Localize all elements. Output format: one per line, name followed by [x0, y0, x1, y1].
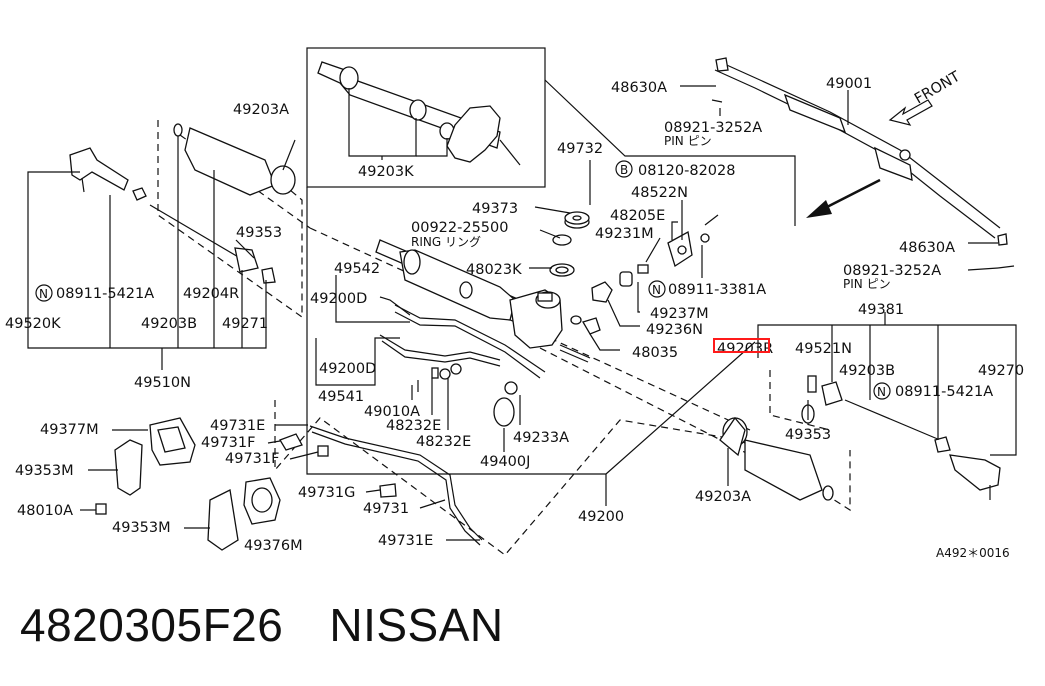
- label-08120-82028: 08120-82028: [638, 163, 736, 179]
- label-49203B-left: 49203B: [141, 316, 197, 332]
- label-08921-3252A-right: 08921-3252A: [843, 263, 941, 279]
- caption-brand: NISSAN: [329, 599, 504, 651]
- label-49520K: 49520K: [5, 316, 61, 332]
- label-49200: 49200: [578, 509, 624, 525]
- label-48630A-top: 48630A: [611, 80, 667, 96]
- label-pin-right: PIN ピン: [843, 277, 891, 291]
- label-48010A: 48010A: [17, 503, 73, 519]
- main-frame-49200: 49200: [306, 79, 796, 525]
- label-49203B-right: 49203B: [839, 363, 895, 379]
- label-48205E: 48205E: [610, 208, 665, 224]
- label-49731F-a: 49731F: [201, 435, 255, 451]
- label-48232E-a: 48232E: [386, 418, 441, 434]
- left-tie-rod-assembly: [69, 123, 296, 284]
- label-49732: 49732: [557, 141, 603, 157]
- caption-part-number: 4820305F26: [20, 599, 284, 651]
- label-48630A-right: 48630A: [899, 240, 955, 256]
- label-49200D-b: 49200D: [319, 361, 376, 377]
- label-49203A-bottom: 49203A: [695, 489, 751, 505]
- center-leader-lines: [80, 85, 809, 541]
- label-pin-top: PIN ピン: [664, 134, 712, 148]
- label-49510N: 49510N: [134, 375, 191, 391]
- label-49541: 49541: [318, 389, 364, 405]
- label-49400J: 49400J: [480, 454, 530, 470]
- top-right-assembly-49001: 49001 FRONT: [711, 57, 1015, 271]
- part-caption: 4820305F26 NISSAN: [20, 598, 504, 652]
- label-ref-code: A492＊0016: [936, 546, 1010, 560]
- label-08911-5421A-right: 08911-5421A: [895, 384, 993, 400]
- rack-housing: [375, 239, 591, 379]
- label-49237M: 49237M: [650, 306, 709, 322]
- label-48522N: 48522N: [631, 185, 688, 201]
- label-49542: 49542: [334, 261, 380, 277]
- circle-b-icon: [615, 160, 633, 178]
- circle-n-icon-b: [35, 284, 53, 302]
- label-49204R: 49204R: [183, 286, 239, 302]
- label-49377M: 49377M: [40, 422, 99, 438]
- label-49731E-b: 49731E: [378, 533, 433, 549]
- label-48232E-b: 48232E: [416, 434, 471, 450]
- label-49731G: 49731G: [298, 485, 355, 501]
- label-49270: 49270: [978, 363, 1024, 379]
- label-49010A: 49010A: [364, 404, 420, 420]
- part-labels: 49203A 49732 B 08120-82028 48522N 49373 …: [5, 80, 1024, 560]
- label-49231M: 49231M: [595, 226, 654, 242]
- label-49200D-a: 49200D: [310, 291, 367, 307]
- label-49381: 49381: [858, 302, 904, 318]
- label-49376M: 49376M: [244, 538, 303, 554]
- label-49236N: 49236N: [646, 322, 703, 338]
- label-49353M-b: 49353M: [112, 520, 171, 536]
- label-08911-5421A-left: 08911-5421A: [56, 286, 154, 302]
- label-00922-25500: 00922-25500: [411, 220, 509, 236]
- mount-bracket-parts: [95, 417, 483, 551]
- highlight-box-49203R: [713, 338, 770, 353]
- label-48035: 48035: [632, 345, 678, 361]
- label-49373: 49373: [472, 201, 518, 217]
- label-49353-right: 49353: [785, 427, 831, 443]
- label-front: FRONT: [912, 69, 963, 108]
- label-48023K: 48023K: [466, 262, 522, 278]
- label-49731E-a: 49731E: [210, 418, 265, 434]
- circle-n-icon-c: [873, 382, 891, 400]
- right-tie-rod-leaders: [757, 312, 1017, 456]
- label-circle-n-b: N: [39, 287, 48, 301]
- label-49001: 49001: [826, 76, 872, 92]
- circle-n-icon-a: [648, 280, 666, 298]
- label-49353-left: 49353: [236, 225, 282, 241]
- label-49731: 49731: [363, 501, 409, 517]
- inset-rack-detail: 49203K: [306, 47, 546, 188]
- label-49233A: 49233A: [513, 430, 569, 446]
- label-08911-3381A: 08911-3381A: [668, 282, 766, 298]
- label-49353M-a: 49353M: [15, 463, 74, 479]
- label-ring-top: RING リング: [411, 235, 481, 249]
- label-49203A-top: 49203A: [233, 102, 289, 118]
- label-circle-n-a: N: [652, 283, 661, 297]
- left-tie-rod-leaders: [27, 136, 267, 370]
- label-49731F-b: 49731F: [225, 451, 279, 467]
- label-49203R: 49203R: [717, 341, 773, 357]
- label-49521N: 49521N: [795, 341, 852, 357]
- label-circle-n-c: N: [877, 385, 886, 399]
- label-49203K: 49203K: [358, 164, 414, 180]
- center-small-parts: [417, 211, 719, 427]
- label-08921-3252A-top: 08921-3252A: [664, 120, 762, 136]
- label-circle-b: B: [620, 163, 628, 177]
- label-49271: 49271: [222, 316, 268, 332]
